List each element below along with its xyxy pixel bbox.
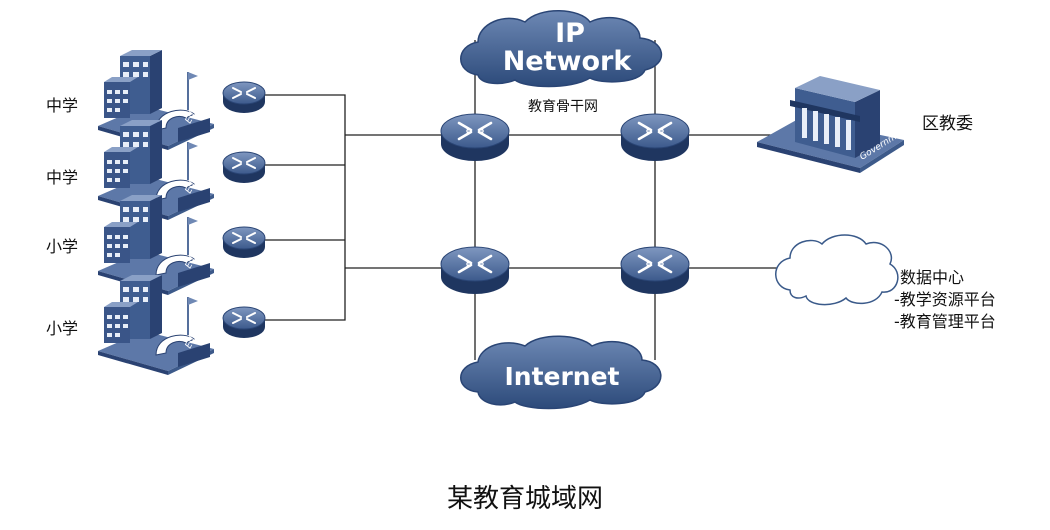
datacenter-item-resource: -教学资源平台 — [894, 290, 996, 309]
core-router-top-right — [619, 112, 691, 163]
government-label: 区教委 — [922, 114, 973, 134]
datacenter-title: 数据中心 — [900, 268, 964, 287]
ip-network-cloud: IP Network — [460, 10, 663, 88]
school-4: Education 小学 — [46, 274, 215, 376]
internet-cloud: Internet — [460, 335, 662, 410]
ip-cloud-line2: Network — [503, 46, 633, 77]
internet-cloud-label: Internet — [504, 362, 619, 391]
access-switch-2 — [222, 151, 266, 184]
datacenter-cloud — [775, 234, 899, 306]
core-router-bottom-right — [619, 245, 691, 296]
core-router-bottom-left — [439, 245, 511, 296]
school-2-label: 中学 — [46, 168, 78, 187]
ip-cloud-caption: 教育骨干网 — [528, 99, 598, 115]
diagram-caption: 某教育城域网 — [446, 484, 603, 514]
access-switch-4 — [222, 306, 266, 339]
link-lines — [265, 40, 790, 360]
core-router-top-left — [439, 112, 511, 163]
school-3-label: 小学 — [46, 237, 78, 256]
access-switch-3 — [222, 226, 266, 259]
ip-cloud-line1: IP — [555, 18, 585, 49]
school-4-label: 小学 — [46, 319, 78, 338]
datacenter-item-management: -教育管理平台 — [894, 312, 996, 331]
access-switch-1 — [222, 81, 266, 114]
school-1-label: 中学 — [46, 96, 78, 115]
government-building: Government — [757, 76, 912, 173]
